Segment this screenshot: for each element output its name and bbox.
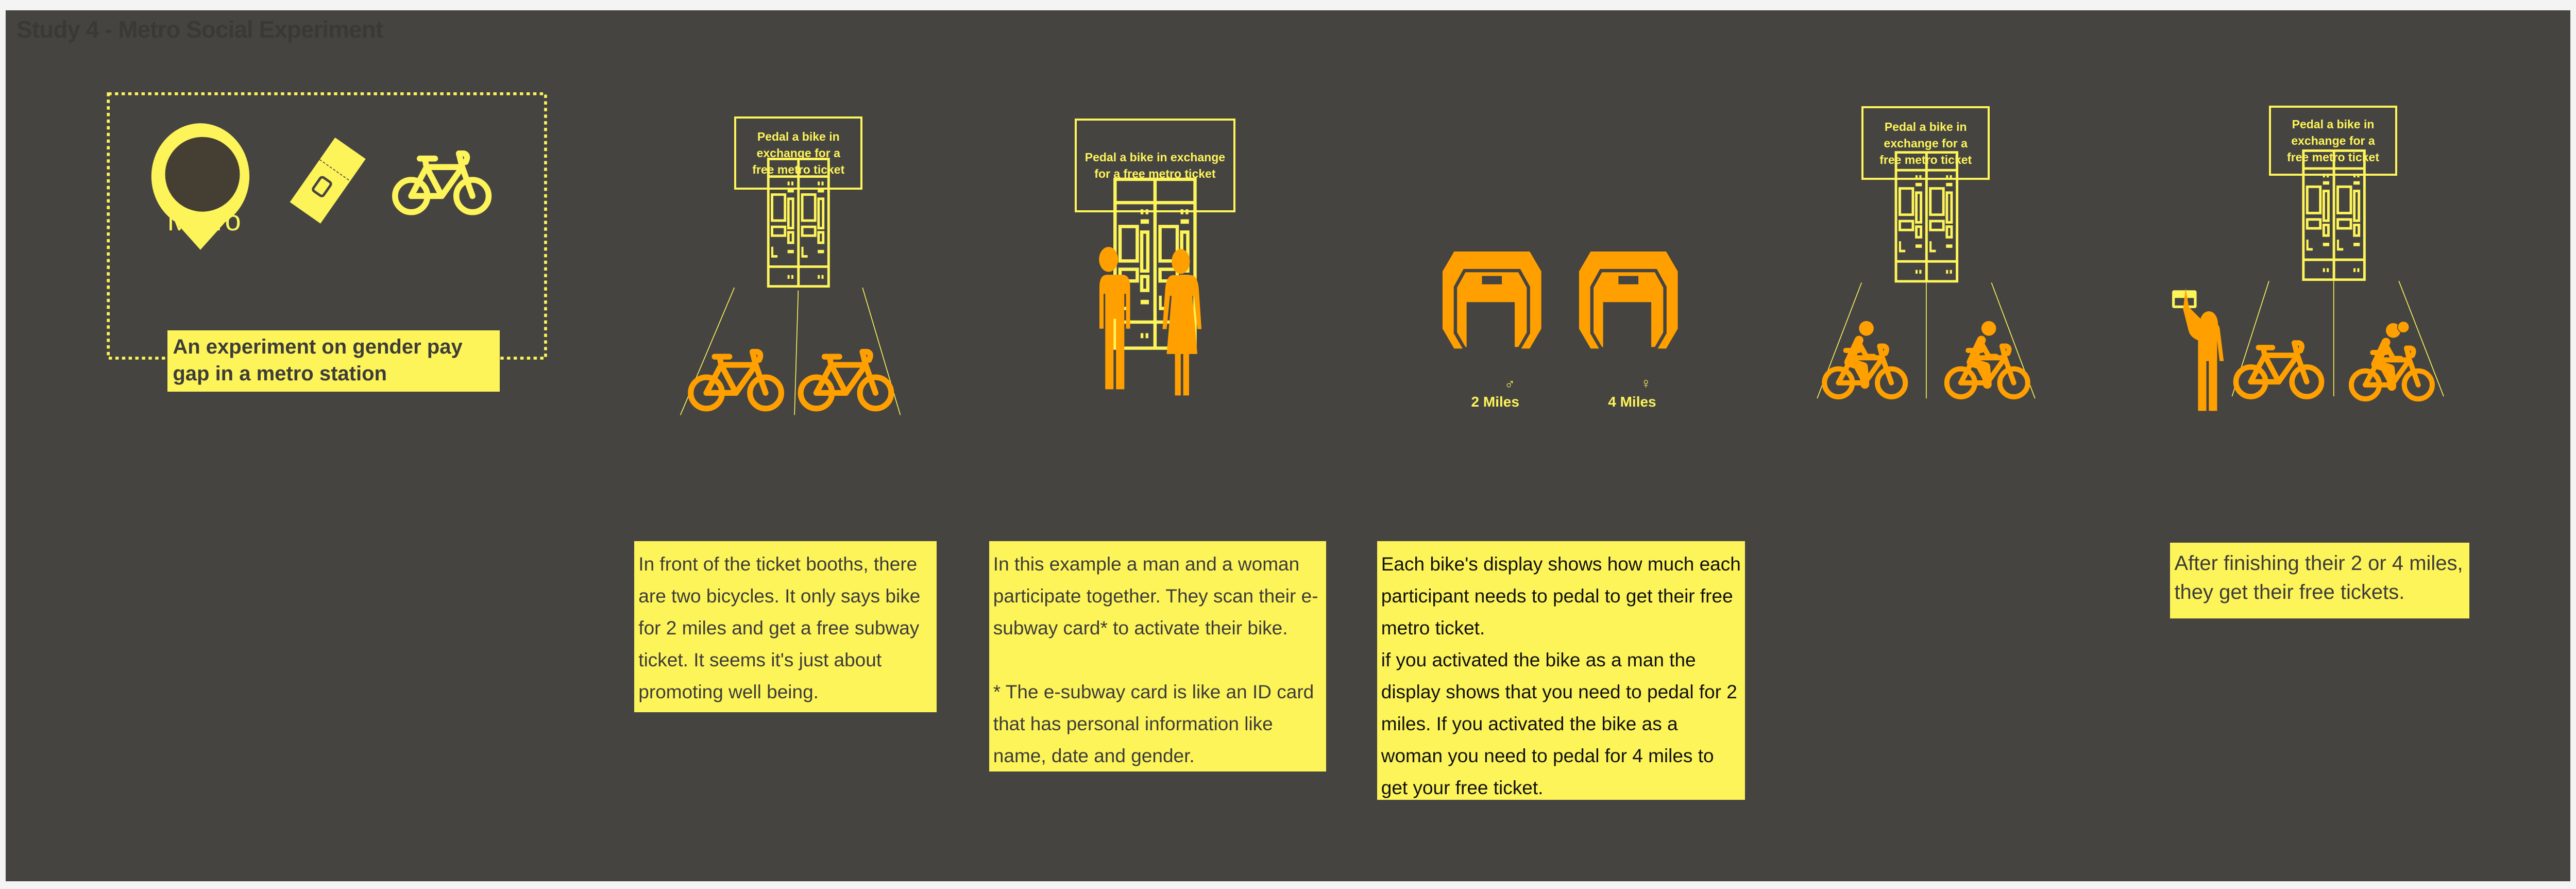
cyclist-icon (1947, 321, 2028, 397)
caption-text: Each bike's display shows how much each … (1381, 553, 1741, 639)
pedal-sign: Pedal a bike in exchange for a free metr… (1074, 119, 1236, 212)
intro-dashed-frame (107, 92, 547, 360)
bicycle-icon (691, 352, 782, 409)
bicycle-icon (395, 154, 489, 212)
person-with-ticket-icon (2172, 288, 2224, 411)
bicycle-icon (801, 352, 891, 409)
display-man-value: 2 Miles (1471, 394, 1519, 410)
bike-display-man (1442, 251, 1541, 350)
ticket-badge-icon (2397, 321, 2410, 333)
caption-text: if you activated the bike as a man the d… (1381, 649, 1737, 798)
cyclist-icon (2351, 323, 2432, 399)
caption-text: In front of the ticket booths, there are… (638, 553, 921, 702)
caption-panel-6: After finishing their 2 or 4 miles, they… (2170, 543, 2470, 618)
bicycle-icon (2236, 343, 2321, 396)
man-icon (1094, 247, 1130, 390)
display-woman-value: 4 Miles (1608, 394, 1656, 410)
caption-panel-2: In front of the ticket booths, there are… (634, 541, 937, 712)
female-symbol-icon: ♀ (1640, 375, 1652, 391)
caption-text: In this example a man and a woman partic… (993, 553, 1318, 639)
illustration-canvas (107, 92, 2444, 415)
page-title: Study 4 - Metro Social Experiment (16, 16, 383, 43)
metro-ticket-icon (290, 137, 366, 224)
caption-text: After finishing their 2 or 4 miles, they… (2174, 552, 2463, 603)
woman-icon (1162, 249, 1202, 396)
bike-display-woman (1579, 251, 1678, 350)
caption-panel-4: Each bike's display shows how much each … (1377, 541, 1745, 800)
pedal-sign: Pedal a bike in exchange for a free metr… (734, 116, 863, 190)
map-pin-label: Metro (167, 204, 241, 237)
caption-panel-3: In this example a man and a woman partic… (989, 541, 1326, 771)
caption-footnote: * The e-subway card is like an ID card t… (993, 681, 1314, 766)
male-symbol-icon: ♂ (1504, 376, 1515, 392)
cyclist-icon (1824, 321, 1905, 397)
map-pin-icon (151, 123, 250, 250)
pedal-sign: Pedal a bike in exchange for a free metr… (1861, 106, 1990, 180)
pedal-sign: Pedal a bike in exchange for a free metr… (2269, 106, 2397, 176)
intro-caption: An experiment on gender pay gap in a met… (167, 330, 500, 392)
